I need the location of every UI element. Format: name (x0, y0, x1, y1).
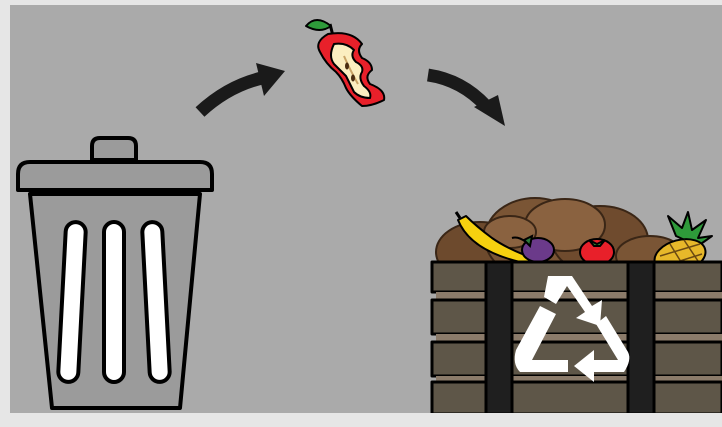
bin-strap (486, 262, 512, 414)
trash-can-icon (18, 138, 212, 408)
trash-can-slot (104, 222, 124, 382)
trash-can-handle (92, 138, 136, 160)
trash-can-lid (18, 162, 212, 190)
bin-plank (432, 342, 722, 376)
bin-plank (432, 300, 722, 334)
bin-strap (628, 262, 654, 414)
bottom-strip (0, 413, 722, 427)
bin-plank (432, 382, 722, 414)
